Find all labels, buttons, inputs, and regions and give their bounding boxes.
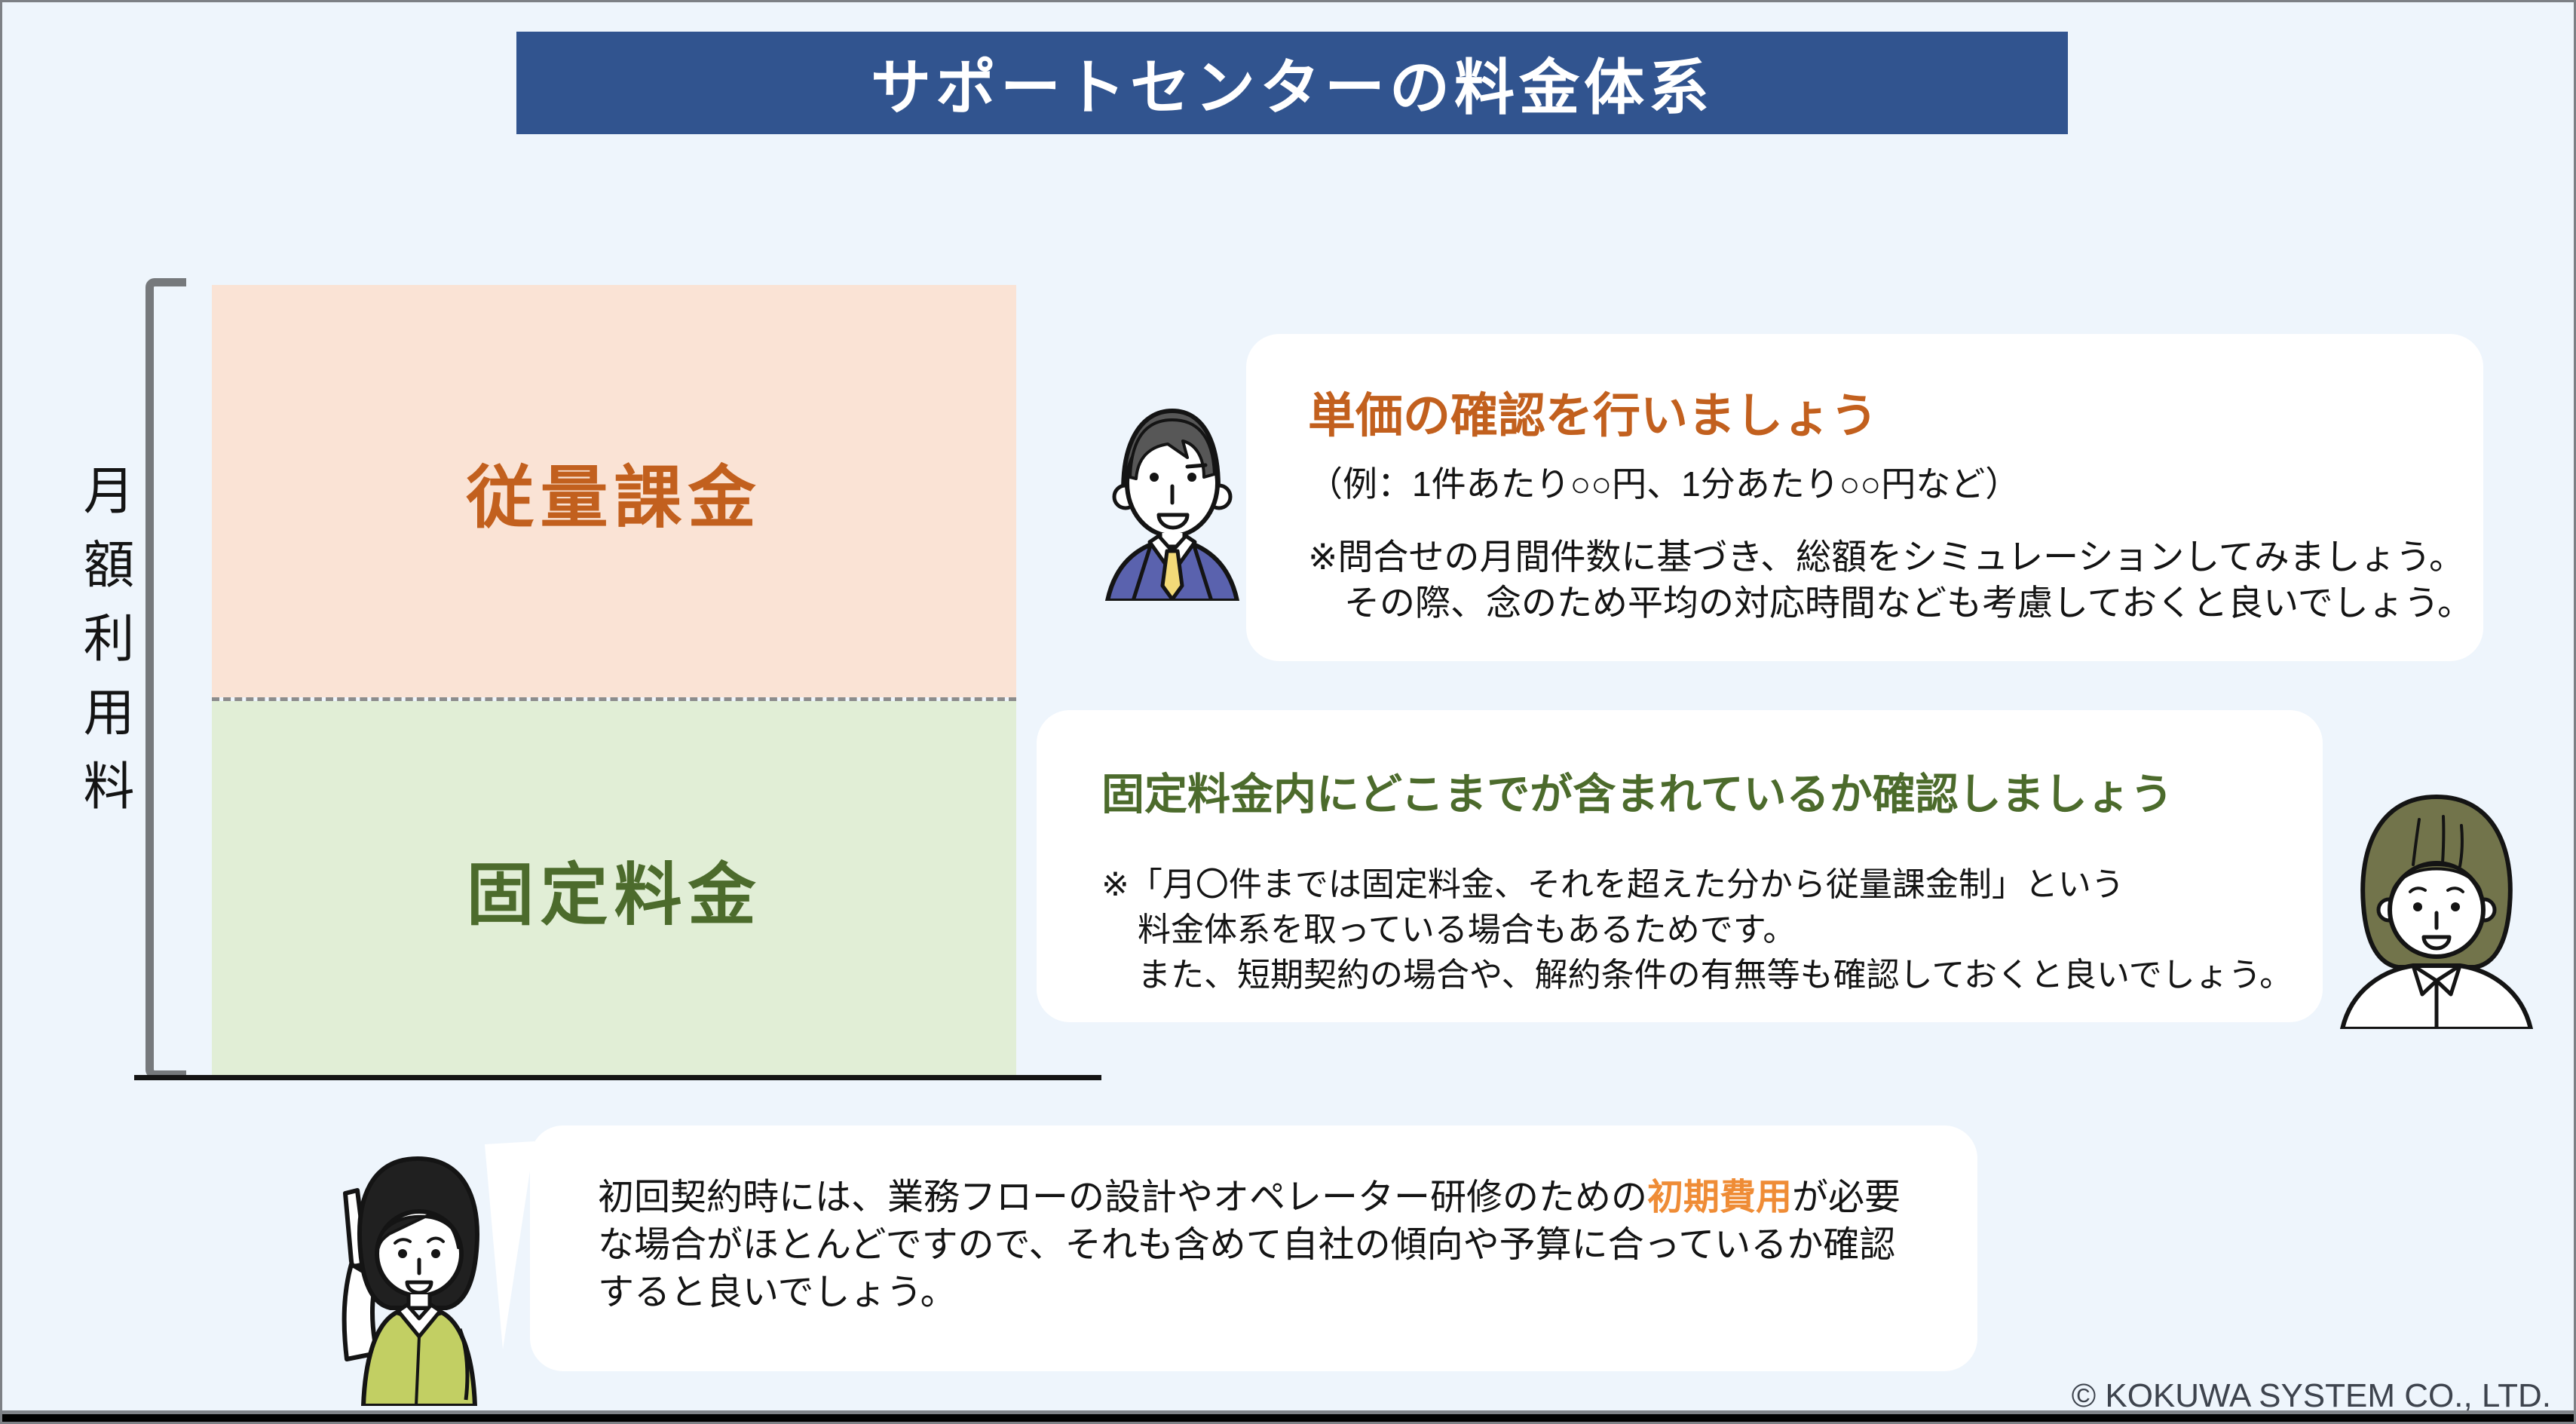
pricing-chart: 従量課金 固定料金 [212,285,1016,1076]
callout1-body-line: ※問合せの月間件数に基づき、総額をシミュレーションしてみましょう。 [1308,537,2464,577]
bubble-text-post: が必要 [1792,1177,1901,1217]
callout2-heading: 固定料金内にどこまでが含まれているか確認しましょう [1101,770,2173,819]
bubble-text: 初回契約時には、業務フローの設計やオペレーター研修のための初期費用が必要 な場合… [598,1174,1947,1316]
callout2-body-line: また、短期契約の場合や、解約条件の有無等も確認しておくと良いでしょう。 [1138,957,2293,994]
page-title: サポートセンターの料金体系 [871,54,1714,121]
title-banner: サポートセンターの料金体系 [516,32,2068,134]
callout1-subheading: （例：1件あたり○○円、1分あたり○○円など） [1308,464,2020,504]
callout-fixed-scope-card: 固定料金内にどこまでが含まれているか確認しましょう ※「月〇件までは固定料金、そ… [1037,710,2323,1022]
copyright-text: © KOKUWA SYSTEM CO., LTD. [2071,1377,2551,1414]
usage-based-segment-label: 従量課金 [466,460,762,536]
callout1-body-line: その際、念のため平均の対応時間なども考慮しておくと良いでしょう。 [1344,583,2473,623]
fixed-fee-segment: 固定料金 [212,701,1016,1076]
callout1-heading: 単価の確認を行いましょう [1308,390,1878,443]
callout2-body-line: 料金体系を取っている場合もあるためです。 [1138,911,1796,948]
bubble-text-pre: 初回契約時には、業務フローの設計やオペレーター研修のための [598,1177,1648,1217]
callout1-body: ※問合せの月間件数に基づき、総額をシミュレーションしてみましょう。 その際、念の… [1308,534,2473,626]
bubble-line: 初回契約時には、業務フローの設計やオペレーター研修のための初期費用が必要 [598,1174,1947,1221]
speech-bubble-tail [485,1141,534,1349]
office-woman-icon [2340,795,2533,1029]
axis-baseline [134,1075,1101,1080]
pointing-woman-icon [342,1156,479,1406]
usage-based-segment: 従量課金 [212,285,1016,697]
callout2-body-line: ※「月〇件までは固定料金、それを超えた分から従量課金制」という [1101,866,2124,903]
callout-unit-price-card: 単価の確認を行いましょう （例：1件あたり○○円、1分あたり○○円など） ※問合… [1246,334,2483,661]
fixed-fee-segment-label: 固定料金 [466,857,762,933]
speech-bubble: 初回契約時には、業務フローの設計やオペレーター研修のための初期費用が必要 な場合… [530,1125,1977,1371]
office-woman-illustration [2329,786,2544,1029]
initial-cost-highlight: 初期費用 [1647,1177,1793,1217]
bottom-bar [2,1414,2574,1422]
businessman-icon [1105,409,1239,601]
bubble-line: すると良いでしょう。 [598,1272,957,1312]
axis-bracket [145,278,186,1079]
bubble-line: な場合がほとんどですので、それも含めて自社の傾向や予算に合っているか確認 [598,1225,1896,1265]
pointing-woman-illustration [299,1141,536,1406]
bottom-gray-line [2,1410,2574,1414]
callout2-body: ※「月〇件までは固定料金、それを超えた分から従量課金制」という 料金体系を取って… [1101,862,2300,998]
businessman-illustration [1101,378,1240,601]
chart-divider-dashed [212,697,1016,701]
axis-label: 月額利用料 [75,464,133,833]
